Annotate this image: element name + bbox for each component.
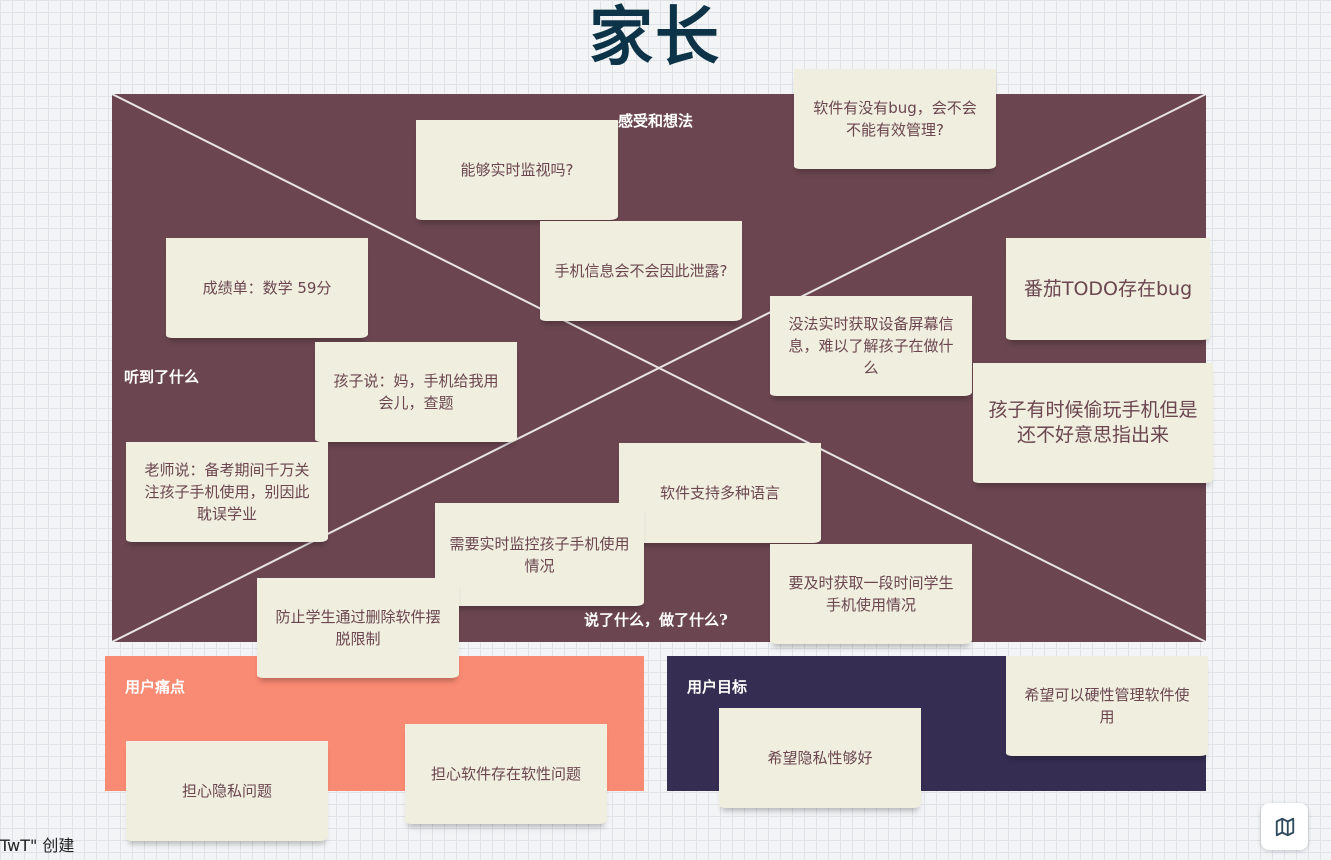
sticky-note[interactable]: 手机信息会不会因此泄露?	[540, 221, 742, 321]
note-text: 软件有没有bug，会不会不能有效管理?	[813, 99, 977, 139]
note-text: 老师说：备考期间千万关注孩子手机使用，别因此耽误学业	[144, 461, 310, 523]
page-title: 家长	[589, 1, 721, 75]
note-text: 软件支持多种语言	[659, 484, 780, 502]
note-text: 防止学生通过删除软件摆脱限制	[275, 608, 441, 648]
note-text: 没法实时获取设备屏幕信息，难以了解孩子在做什么	[788, 315, 954, 377]
sticky-note[interactable]: 要及时获取一段时间学生手机使用情况	[770, 544, 972, 644]
sticky-note[interactable]: 孩子有时候偷玩手机但是还不好意思指出来	[973, 363, 1213, 483]
note-text: 希望隐私性够好	[767, 749, 873, 767]
note-text: 成绩单：数学 59分	[202, 279, 332, 297]
note-text: 担心软件存在软性问题	[430, 765, 581, 783]
note-text: 要及时获取一段时间学生手机使用情况	[788, 574, 954, 614]
note-text: 需要实时监控孩子手机使用情况	[449, 534, 630, 575]
map-diagonals	[112, 94, 1206, 642]
sticky-note[interactable]: 防止学生通过删除软件摆脱限制	[257, 578, 459, 678]
note-text: 希望可以硬性管理软件使用	[1024, 686, 1190, 726]
quadrant-label-think-feel: 感受和想法	[618, 112, 694, 130]
sticky-note[interactable]: 希望隐私性够好	[719, 708, 921, 808]
sticky-note[interactable]: 番茄TODO存在bug	[1006, 238, 1210, 340]
user-goals-label: 用户目标	[687, 678, 748, 696]
sticky-note[interactable]: 老师说：备考期间千万关注孩子手机使用，别因此耽误学业	[126, 442, 328, 542]
sticky-note[interactable]: 没法实时获取设备屏幕信息，难以了解孩子在做什么	[770, 296, 972, 396]
sticky-note[interactable]: 能够实时监视吗?	[416, 120, 618, 220]
creator-credit: TwT" 创建	[0, 836, 75, 855]
sticky-note[interactable]: 需要实时监控孩子手机使用情况	[435, 503, 644, 606]
pain-points-label: 用户痛点	[125, 678, 186, 696]
sticky-note[interactable]: 担心软件存在软性问题	[405, 724, 607, 824]
diagonal-line	[112, 94, 1206, 642]
sticky-note[interactable]: 担心隐私问题	[126, 741, 328, 841]
quadrant-label-hear: 听到了什么	[124, 368, 200, 386]
sticky-note[interactable]: 希望可以硬性管理软件使用	[1006, 656, 1208, 756]
sticky-note[interactable]: 软件有没有bug，会不会不能有效管理?	[794, 69, 996, 169]
note-text: 孩子说：妈，手机给我用会儿，查题	[333, 372, 499, 412]
map-icon	[1275, 817, 1294, 836]
sticky-note[interactable]: 成绩单：数学 59分	[166, 238, 368, 338]
note-text: 手机信息会不会因此泄露?	[554, 262, 728, 280]
sticky-note[interactable]: 软件支持多种语言	[619, 443, 821, 543]
note-text: 番茄TODO存在bug	[1023, 277, 1193, 300]
note-text: 孩子有时候偷玩手机但是还不好意思指出来	[988, 399, 1198, 446]
note-text: 担心隐私问题	[181, 782, 272, 800]
note-text: 能够实时监视吗?	[460, 161, 574, 179]
quadrant-label-say-do: 说了什么，做了什么?	[584, 611, 728, 629]
map-button[interactable]	[1261, 803, 1308, 850]
sticky-note[interactable]: 孩子说：妈，手机给我用会儿，查题	[315, 342, 517, 442]
